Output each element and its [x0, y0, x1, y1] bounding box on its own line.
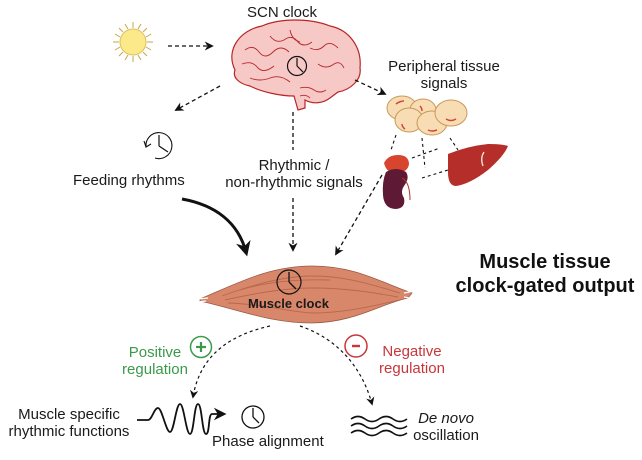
clock-cycle-icon — [143, 132, 173, 160]
tissue-connectors — [390, 134, 459, 179]
kidney-icon — [382, 155, 411, 209]
muscle-icon — [197, 265, 415, 324]
peripheral-label-line2: signals — [420, 75, 468, 93]
phase-alignment-label: Phase alignment — [212, 433, 324, 450]
denovo-waves-icon — [350, 415, 408, 437]
muscle-to-denovo-arrow — [299, 325, 375, 406]
signals-label: Rhythmic / non-rhythmic signals — [214, 157, 374, 192]
signals-label-line2: non-rhythmic signals — [225, 174, 363, 192]
muscle-functions-label: Muscle specific rhythmic functions — [2, 406, 136, 441]
positive-label-line1: Positive — [128, 344, 182, 361]
muscle-clock-label: Muscle clock — [248, 296, 329, 311]
feeding-label: Feeding rhythms — [73, 172, 185, 189]
denovo-label-line2: oscillation — [413, 427, 479, 445]
negative-label: Negative regulation — [370, 343, 454, 378]
negative-label-line2: regulation — [379, 360, 445, 378]
scn-clock-label: SCN clock — [247, 4, 318, 21]
scn-to-peripheral-arrow — [354, 79, 387, 96]
negative-badge-icon — [344, 334, 368, 358]
muscle-to-phase-arrow — [189, 325, 271, 399]
denovo-label-line1: De novo — [418, 410, 474, 427]
peripheral-to-muscle-arrow — [335, 174, 383, 256]
brain-icon — [231, 19, 361, 111]
negative-label-line1: Negative — [382, 343, 442, 360]
rhythmic-wave-arrow — [137, 403, 227, 435]
phase-clock-icon — [241, 405, 265, 429]
muscle-functions-line2: rhythmic functions — [8, 423, 130, 441]
peripheral-label-line1: Peripheral tissue — [388, 58, 500, 75]
muscle-functions-line1: Muscle specific — [18, 406, 120, 423]
scn-to-feeding-arrow — [174, 85, 221, 111]
positive-label: Positive regulation — [115, 344, 195, 379]
denovo-label: De novo oscillation — [413, 410, 479, 445]
liver-icon — [448, 144, 508, 186]
sun-icon — [113, 22, 153, 62]
title-line2: clock-gated output — [455, 275, 635, 297]
fat-cells-icon — [386, 95, 468, 136]
feeding-to-muscle-arrow — [181, 197, 251, 257]
peripheral-label: Peripheral tissue signals — [374, 58, 514, 93]
signals-label-line1: Rhythmic / — [258, 157, 330, 174]
title: Muscle tissue clock-gated output — [450, 250, 640, 298]
positive-label-line2: regulation — [122, 361, 188, 379]
title-line1: Muscle tissue — [479, 251, 611, 273]
positive-badge-icon — [189, 335, 213, 359]
